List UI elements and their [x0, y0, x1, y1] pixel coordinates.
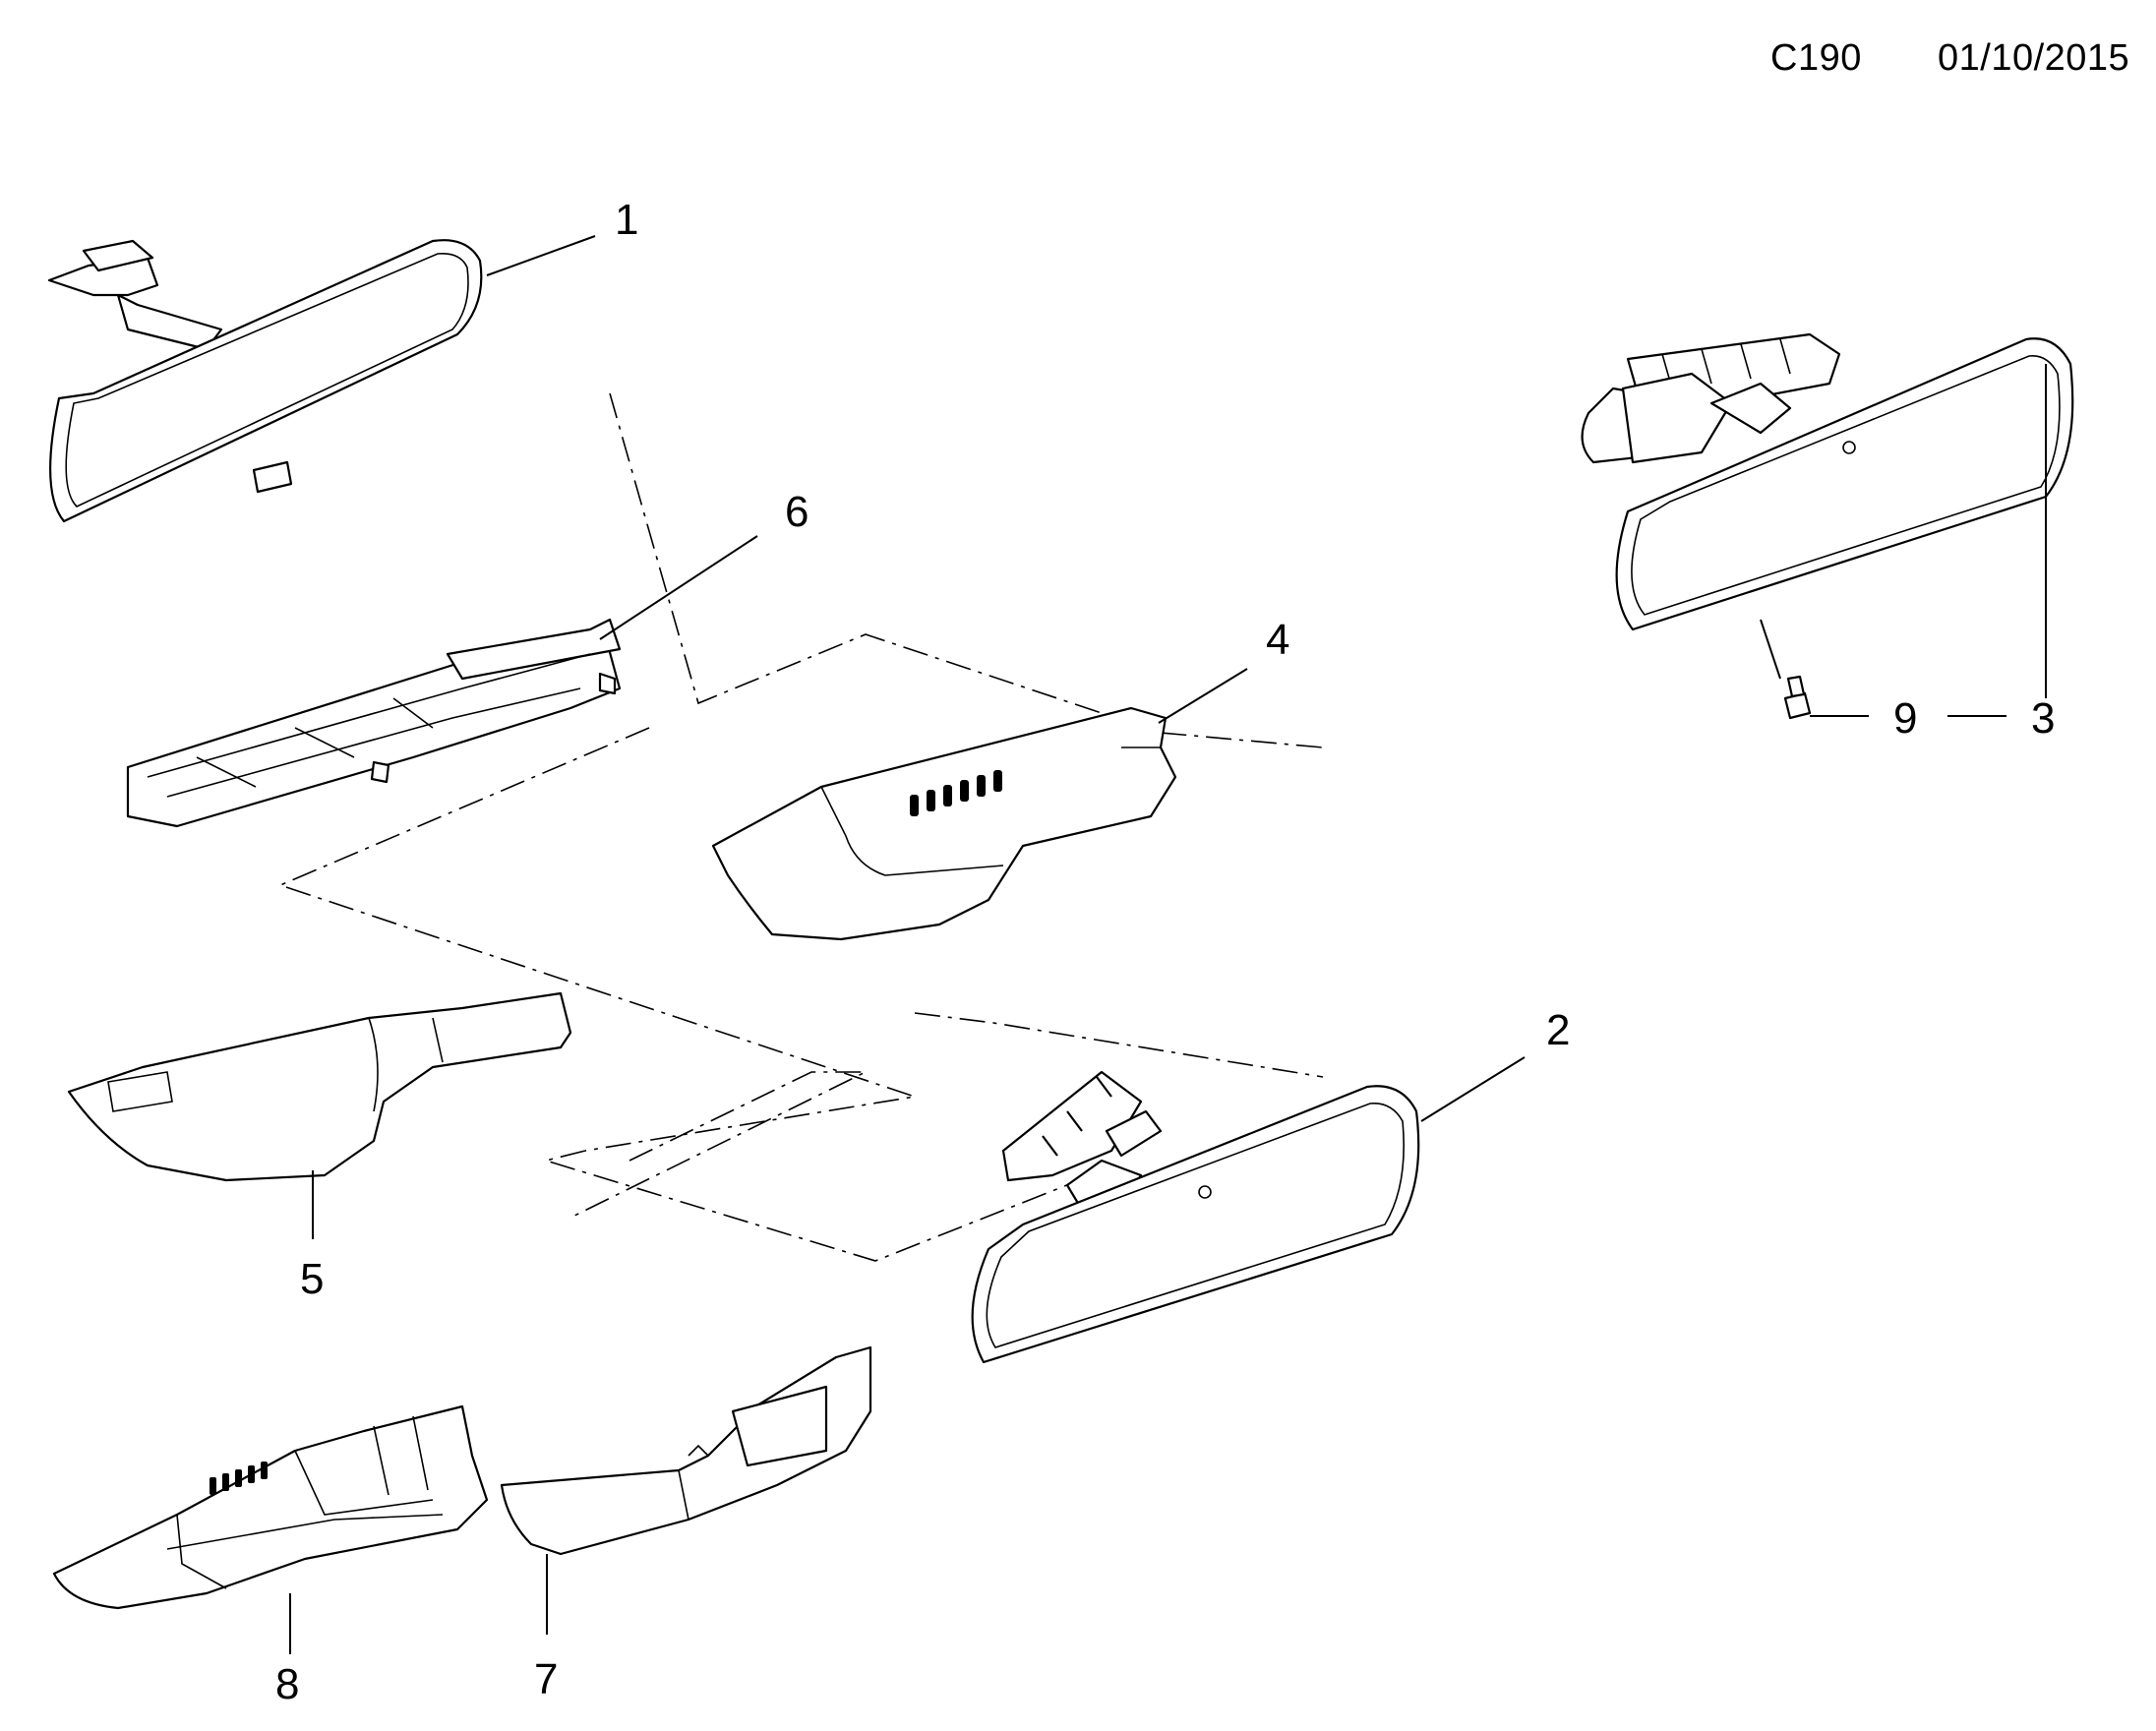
callout-6: 6	[785, 488, 808, 536]
callout-7: 7	[534, 1655, 558, 1703]
callout-5: 5	[300, 1255, 324, 1303]
callout-4: 4	[1266, 616, 1289, 664]
callout-2: 2	[1546, 1006, 1570, 1054]
callout-9: 9	[1893, 694, 1917, 743]
diagram-code: C190	[1770, 37, 1862, 79]
part-1-rearview-mirror	[47, 239, 483, 523]
housing-vent-slots	[910, 770, 1002, 816]
part-8-lower-shell	[52, 1404, 489, 1610]
part-2-camera-mirror	[971, 1070, 1420, 1364]
part-5-cover	[67, 991, 572, 1182]
part-7-cap	[500, 1345, 872, 1556]
part-3-autodim-mirror	[1581, 332, 2074, 720]
callout-1: 1	[615, 196, 638, 244]
callout-8: 8	[275, 1660, 299, 1708]
part-4-camera-housing	[711, 706, 1177, 941]
part-6-mounting-bracket	[126, 618, 622, 828]
leader-lines	[289, 235, 2047, 1654]
shell-vent-slots	[210, 1462, 268, 1495]
assembly-dash-lines	[277, 392, 1324, 1262]
callout-3: 3	[2031, 694, 2055, 743]
callout-labels: 1 2 3 4 5 6 7 8 9	[275, 196, 2055, 1708]
diagram-date: 01/10/2015	[1938, 37, 2130, 79]
